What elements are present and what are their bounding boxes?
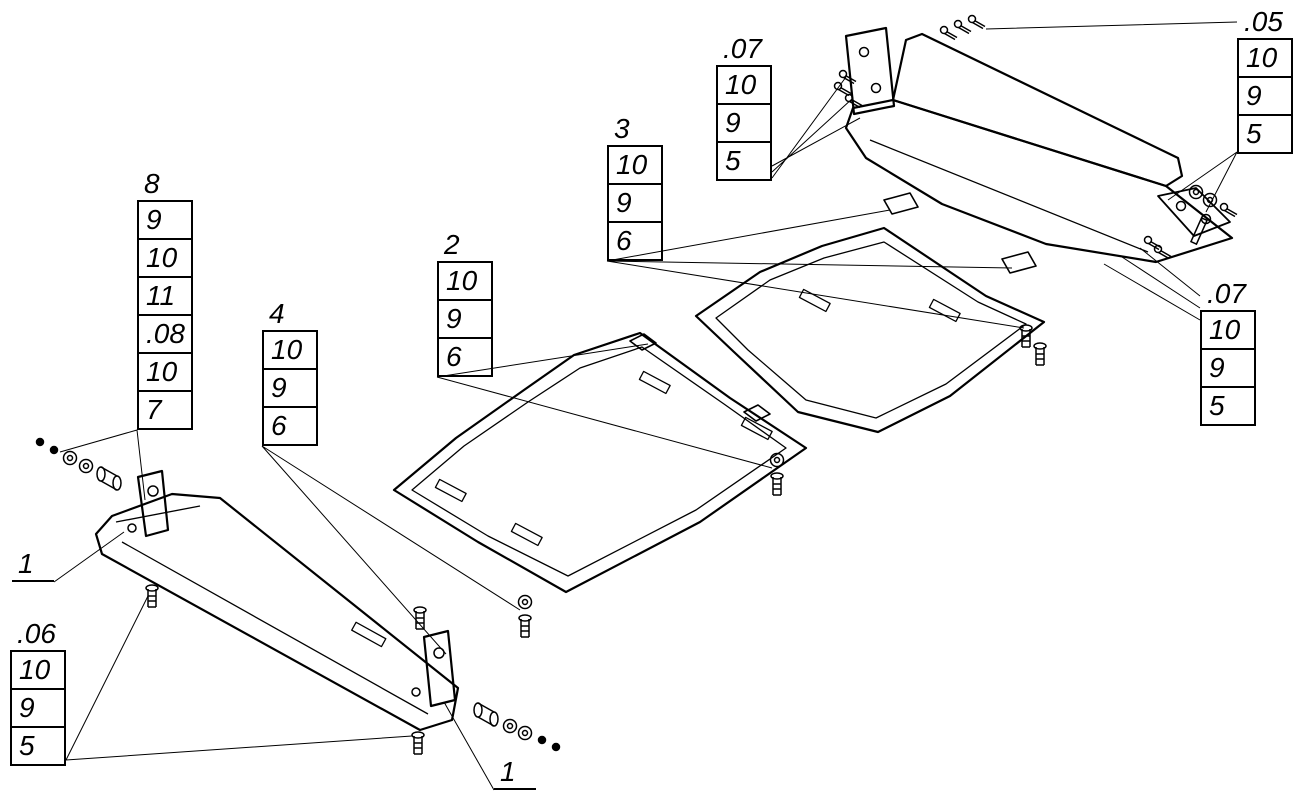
callout-item: 10 bbox=[137, 354, 193, 392]
callout-item: 5 bbox=[1237, 116, 1293, 154]
callout-item: 9 bbox=[1237, 78, 1293, 116]
callout-table-4: 4 10 9 6 bbox=[262, 297, 318, 446]
plate-engine bbox=[844, 26, 1234, 264]
callout-header: 3 bbox=[607, 112, 663, 147]
callout-item: 6 bbox=[262, 408, 318, 446]
callout-item: 5 bbox=[10, 728, 66, 766]
callout-item: 5 bbox=[716, 143, 772, 181]
position-label-1-bottom: 1 bbox=[494, 756, 536, 790]
position-label-1-left: 1 bbox=[12, 548, 54, 582]
callout-item: 9 bbox=[607, 185, 663, 223]
callout-table-07-top: .07 10 9 5 bbox=[716, 32, 772, 181]
callout-item: 10 bbox=[437, 263, 493, 301]
callout-table-3: 3 10 9 6 bbox=[607, 112, 663, 261]
callout-header: .06 bbox=[10, 617, 66, 652]
callout-item: 10 bbox=[1237, 40, 1293, 78]
callout-item: 11 bbox=[137, 278, 193, 316]
fasteners bbox=[35, 14, 1238, 755]
callout-item: 9 bbox=[10, 690, 66, 728]
plate-middle bbox=[392, 331, 808, 594]
callout-header: .07 bbox=[1200, 277, 1256, 312]
plate-middle-right bbox=[694, 192, 1046, 434]
callout-item: 10 bbox=[10, 652, 66, 690]
callout-item: 10 bbox=[1200, 312, 1256, 350]
callout-item: 9 bbox=[716, 105, 772, 143]
callout-item: 10 bbox=[607, 147, 663, 185]
callout-header: 2 bbox=[437, 228, 493, 263]
callout-header: 8 bbox=[137, 167, 193, 202]
callout-table-07-right: .07 10 9 5 bbox=[1200, 277, 1256, 426]
callout-table-2: 2 10 9 6 bbox=[437, 228, 493, 377]
callout-item: 9 bbox=[137, 202, 193, 240]
callout-item: 9 bbox=[1200, 350, 1256, 388]
callout-item: 10 bbox=[262, 332, 318, 370]
callout-table-8: 8 9 10 11 .08 10 7 bbox=[137, 167, 193, 430]
callout-header: .05 bbox=[1237, 5, 1293, 40]
callout-item: 6 bbox=[607, 223, 663, 261]
callout-header: .07 bbox=[716, 32, 772, 67]
callout-item: 9 bbox=[262, 370, 318, 408]
callout-item: .08 bbox=[137, 316, 193, 354]
callout-item: 7 bbox=[137, 392, 193, 430]
callout-item: 5 bbox=[1200, 388, 1256, 426]
callout-item: 9 bbox=[437, 301, 493, 339]
callout-table-05: .05 10 9 5 bbox=[1237, 5, 1293, 154]
leader-lines bbox=[53, 21, 1238, 791]
callout-item: 10 bbox=[137, 240, 193, 278]
callout-item: 6 bbox=[437, 339, 493, 377]
callout-table-06: .06 10 9 5 bbox=[10, 617, 66, 766]
callout-item: 10 bbox=[716, 67, 772, 105]
callout-header: 4 bbox=[262, 297, 318, 332]
plate-front-left bbox=[94, 469, 460, 732]
